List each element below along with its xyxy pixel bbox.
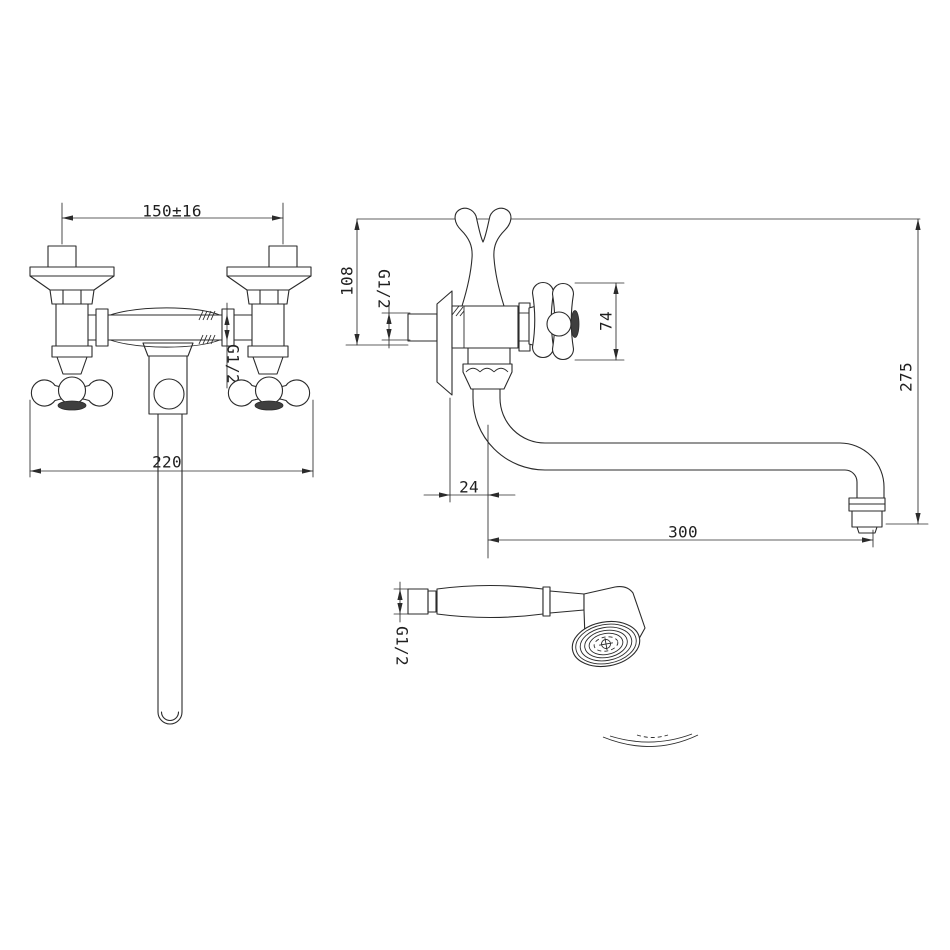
side-view: 108 G1/2 <box>338 207 929 559</box>
thread-hatch-bottom <box>198 334 216 345</box>
diverter-fork-knob <box>454 207 512 307</box>
front-view: 150±16 <box>29 202 314 725</box>
dimension-overall-width: 220 <box>29 399 314 478</box>
thread-label-side: G1/2 <box>375 269 394 309</box>
diverter-knob-front <box>153 378 185 410</box>
splash-arcs <box>602 733 699 747</box>
right-wall-union <box>226 245 312 375</box>
dim-150-label: 150±16 <box>142 202 202 221</box>
dimension-spout-reach: 300 <box>487 523 874 548</box>
handle-screw-cover <box>57 400 87 411</box>
cross-handle-side <box>518 282 580 360</box>
thread-label-shower: G1/2 <box>393 626 412 666</box>
escutcheon-side <box>436 290 453 396</box>
dim-300-label: 300 <box>668 523 698 542</box>
tub-spout <box>472 388 886 534</box>
dim-275-label: 275 <box>897 362 916 392</box>
mixer-bridge-body <box>87 307 253 348</box>
dimension-thread-shower: G1/2 <box>393 581 412 666</box>
dim-220-label: 220 <box>152 453 182 472</box>
dimension-handle-height: 74 <box>574 282 625 361</box>
shower-handle <box>436 584 544 619</box>
valve-body-side <box>451 305 519 390</box>
spout-swivel-nut <box>462 363 513 390</box>
shower-thread <box>407 588 429 615</box>
dimension-thread-front: G1/2 <box>224 302 243 389</box>
handle-screw-cover-side <box>570 310 580 338</box>
thread-label-front: G1/2 <box>224 344 243 384</box>
hand-shower-view: G1/2 <box>393 581 646 668</box>
spray-face <box>571 620 641 668</box>
dimension-spout-offset: 24 <box>423 397 516 559</box>
dim-74-label: 74 <box>597 311 616 331</box>
thread-hatch-top <box>198 310 216 321</box>
left-cross-handle <box>30 376 114 411</box>
center-spout-assembly <box>142 342 194 725</box>
handle-screw-cover <box>254 400 284 411</box>
dim-108-label: 108 <box>338 266 357 296</box>
dimension-center-distance: 150±16 <box>61 202 284 245</box>
dim-24-label: 24 <box>459 478 479 497</box>
wall-nipple <box>407 313 438 342</box>
right-cross-handle <box>227 376 311 411</box>
dimension-wall-height: 108 <box>338 218 409 346</box>
dimension-overall-height: 275 <box>885 218 929 525</box>
left-wall-union <box>29 245 115 375</box>
aerator <box>848 497 886 534</box>
dimension-thread-side: G1/2 <box>375 269 411 349</box>
